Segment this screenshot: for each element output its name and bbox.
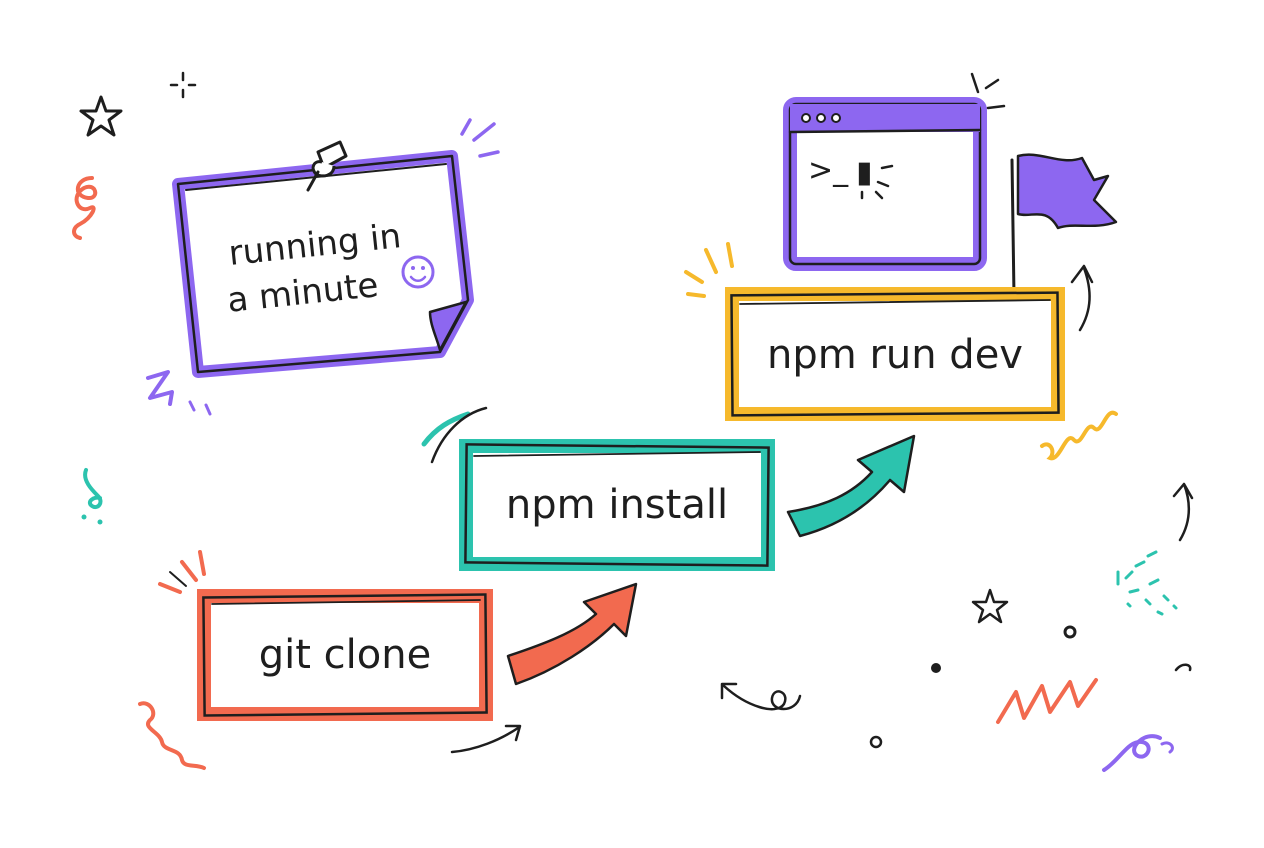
arrow-clone-to-install <box>506 582 638 686</box>
zigzag-icon <box>146 370 174 406</box>
step-npm-run-dev: npm run dev <box>684 242 1118 461</box>
sparkle-icon <box>169 71 197 99</box>
squiggle-icon <box>72 176 98 240</box>
step-label: npm install <box>506 482 728 528</box>
zigzag-icon <box>996 678 1098 724</box>
terminal-window-icon: >_ ▮ <box>783 72 1006 271</box>
step-label: git clone <box>259 632 431 678</box>
squiggle-icon <box>138 701 206 770</box>
push-pin-icon <box>306 140 348 192</box>
step-label: npm run dev <box>767 332 1023 378</box>
star-icon <box>79 95 123 137</box>
star-icon <box>971 588 1009 624</box>
step-npm-install: npm install <box>421 406 775 571</box>
smiley-icon <box>401 255 435 289</box>
arrow-icon <box>450 724 522 754</box>
arrow-install-to-dev <box>786 434 916 538</box>
arrow-icon <box>1172 482 1194 542</box>
sprinkle-icon <box>1116 550 1178 616</box>
step-git-clone: git clone <box>158 550 493 721</box>
terminal-cursor: ▮ <box>856 155 873 190</box>
doodles <box>72 71 1194 772</box>
squiggle-icon <box>1102 734 1162 772</box>
arrow-icon <box>1070 264 1094 332</box>
squiggle-icon <box>83 468 103 509</box>
arrow-icon <box>720 682 802 711</box>
terminal-prompt: >_ <box>808 153 849 188</box>
flag-icon <box>1010 153 1118 332</box>
sticky-note: running in a minute <box>172 118 500 378</box>
